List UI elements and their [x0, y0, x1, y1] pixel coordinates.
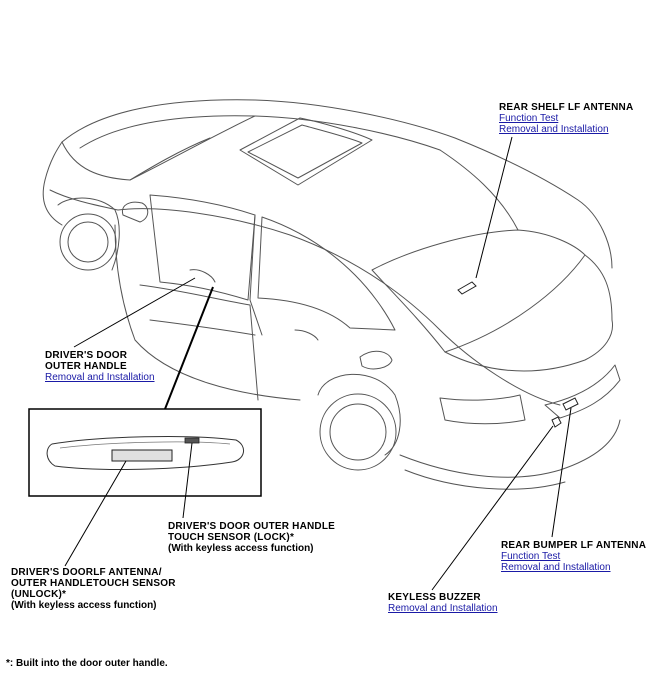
callout-door-handle: DRIVER'S DOOR OUTER HANDLE Removal and I… — [45, 350, 155, 383]
door-handle-title-2: OUTER HANDLE — [45, 361, 127, 372]
unlock-sensor-mark — [111, 449, 173, 462]
doorlf-title-2: OUTER HANDLETOUCH SENSOR — [11, 578, 176, 589]
rear-window-outline — [371, 229, 586, 353]
leader-doorlf — [64, 460, 127, 567]
lock-sensor-mark — [184, 437, 200, 444]
front-door-handle — [189, 269, 216, 283]
doorlf-note: (With keyless access function) — [11, 600, 157, 611]
tail-lamp — [544, 364, 621, 419]
front-wheel-arch — [57, 197, 120, 271]
roof-outline — [61, 99, 613, 269]
callout-rear-bumper: REAR BUMPER LF ANTENNA Function Test Rem… — [501, 540, 646, 573]
callout-keyless-buzzer: KEYLESS BUZZER Removal and Installation — [388, 592, 498, 614]
roof-inner — [79, 115, 441, 151]
doorlf-title-1: DRIVER'S DOORLF ANTENNA/ — [11, 567, 162, 578]
windshield-outline — [61, 115, 256, 181]
rear-bumper-title: REAR BUMPER LF ANTENNA — [501, 540, 647, 551]
rear-wheel-arch — [317, 373, 401, 456]
doorlf-title-3: (UNLOCK)* — [11, 589, 67, 600]
keyless-buzzer-title: KEYLESS BUZZER — [388, 592, 481, 603]
rear-shelf-title: REAR SHELF LF ANTENNA — [499, 102, 634, 113]
front-side-window — [149, 194, 256, 301]
rear-bumper-function-test-link[interactable]: Function Test — [501, 551, 561, 562]
leader-inset-pointer — [164, 286, 214, 410]
rear-shelf-antenna-mark — [457, 281, 477, 295]
callout-rear-shelf: REAR SHELF LF ANTENNA Function Test Remo… — [499, 102, 633, 135]
keyless-buzzer-mark — [551, 416, 562, 428]
fuel-lid — [359, 350, 393, 370]
leader-touch-lock — [182, 442, 193, 519]
callout-touch-lock: DRIVER'S DOOR OUTER HANDLE TOUCH SENSOR … — [168, 521, 335, 554]
keyless-buzzer-removal-link[interactable]: Removal and Installation — [388, 603, 498, 614]
hood-outline — [44, 141, 63, 181]
leader-rear-bumper — [551, 407, 572, 538]
door-handle-removal-link[interactable]: Removal and Installation — [45, 372, 155, 383]
leader-door-handle — [73, 277, 196, 348]
rear-side-window — [257, 216, 396, 331]
rear-bumper-removal-link[interactable]: Removal and Installation — [501, 562, 611, 573]
rear-bumper — [399, 419, 621, 478]
leader-keyless-buzzer — [431, 425, 554, 591]
touch-lock-title-2: TOUCH SENSOR (LOCK)* — [168, 532, 295, 543]
callout-doorlf: DRIVER'S DOORLF ANTENNA/ OUTER HANDLETOU… — [11, 567, 176, 611]
door-handle-title-1: DRIVER'S DOOR — [45, 350, 128, 361]
touch-lock-note: (With keyless access function) — [168, 543, 314, 554]
body-side — [117, 208, 561, 406]
rear-shelf-removal-link[interactable]: Removal and Installation — [499, 124, 609, 135]
rear-bumper-antenna-mark — [562, 397, 579, 411]
side-mirror — [121, 201, 149, 223]
rear-wheel — [319, 393, 397, 471]
touch-lock-title-1: DRIVER'S DOOR OUTER HANDLE — [168, 521, 336, 532]
rear-shelf-function-test-link[interactable]: Function Test — [499, 113, 559, 124]
front-wheel — [59, 213, 117, 271]
leader-rear-shelf — [475, 136, 513, 279]
sunroof-outline — [239, 117, 373, 186]
footnote: *: Built into the door outer handle. — [6, 658, 168, 669]
trunk-outline — [444, 319, 614, 372]
front-door-line — [139, 284, 259, 401]
